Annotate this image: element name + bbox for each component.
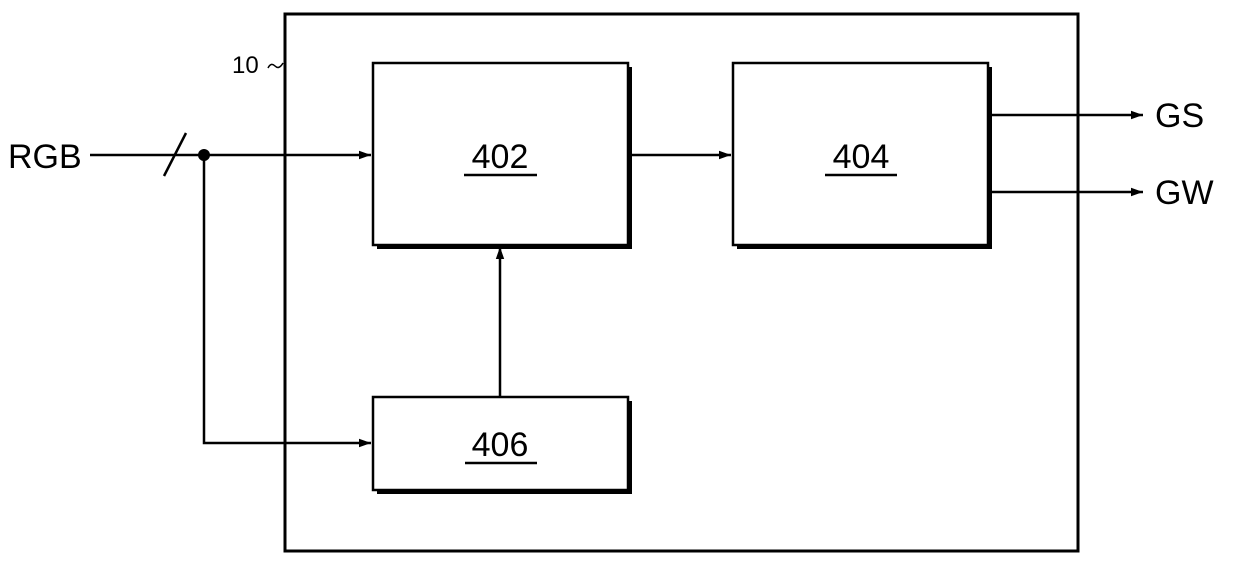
gw-output-label: GW xyxy=(1155,174,1214,212)
rgb-input-label: RGB xyxy=(8,138,82,176)
outer-block-ref-label: 10 xyxy=(232,52,259,79)
block-406: 406 xyxy=(373,397,632,494)
block-404: 404 xyxy=(733,63,992,249)
ref-tilde-icon xyxy=(268,63,283,68)
block-406-label: 406 xyxy=(472,426,529,464)
block-404-label: 404 xyxy=(833,138,890,176)
rgb-branch-to-406 xyxy=(204,155,371,443)
block-402-label: 402 xyxy=(472,138,529,176)
gs-output-label: GS xyxy=(1155,97,1204,135)
block-402: 402 xyxy=(373,63,632,249)
